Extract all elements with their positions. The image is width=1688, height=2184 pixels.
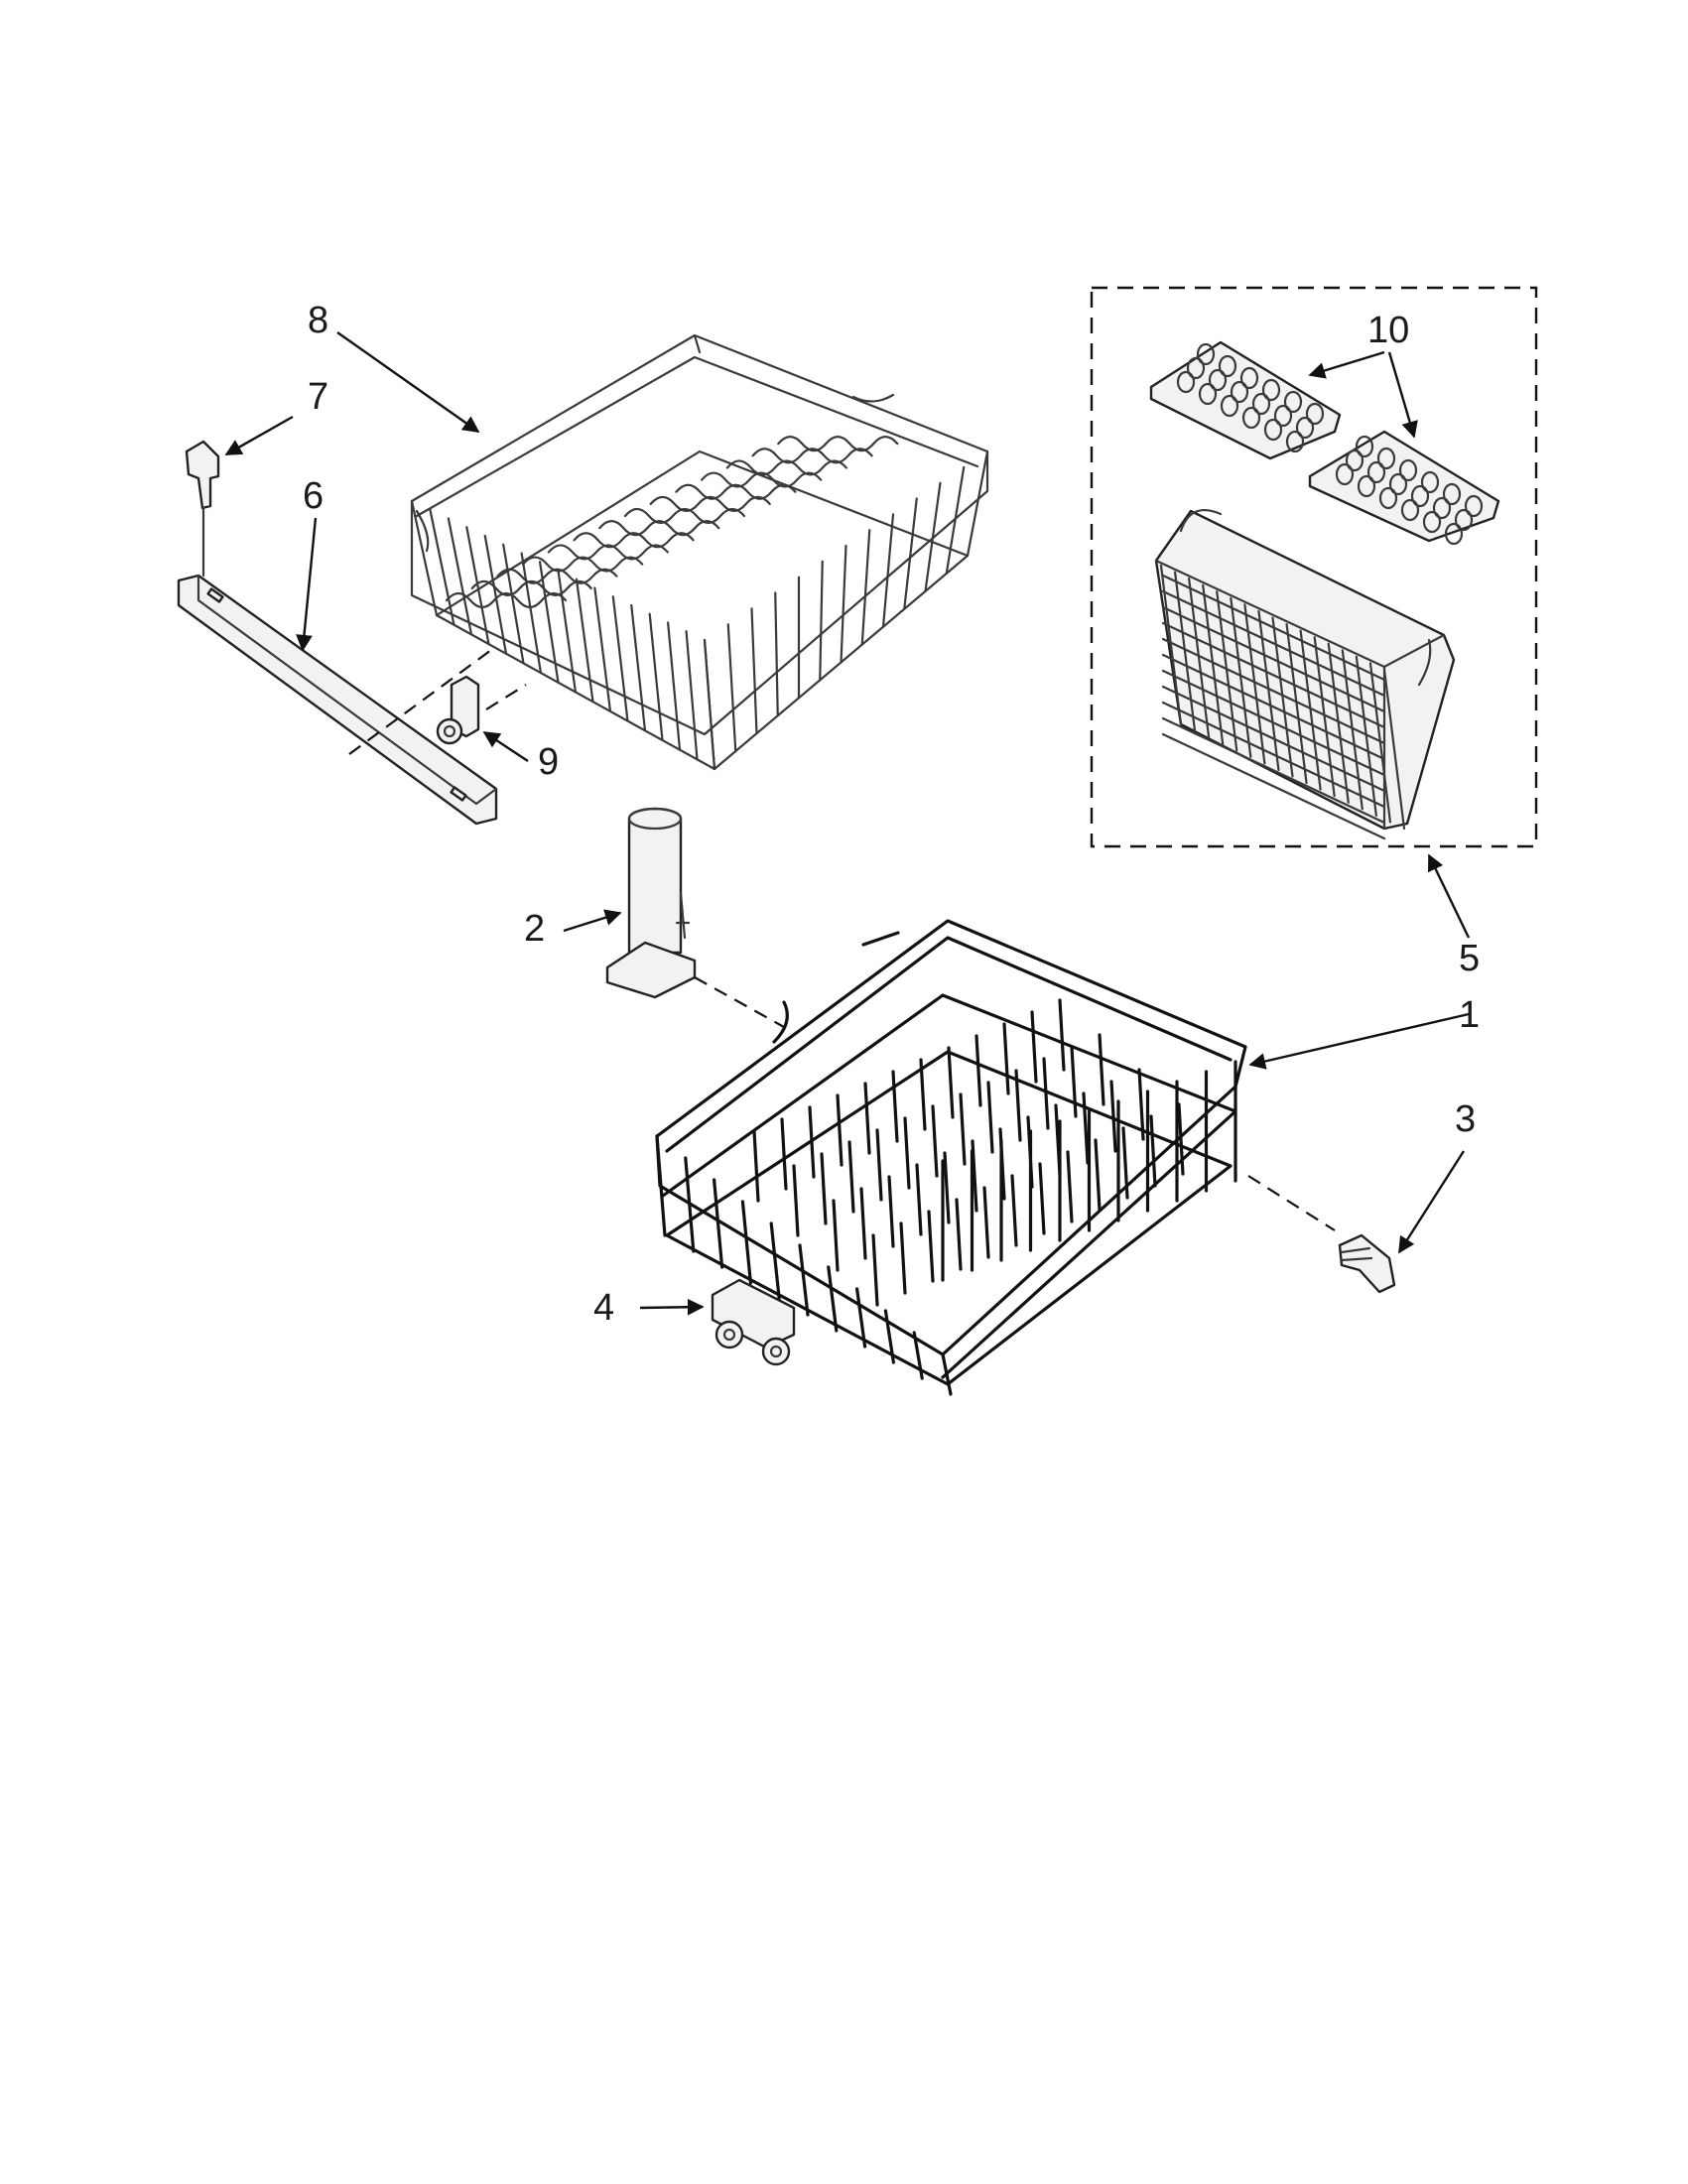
callout-5: 5 (1459, 938, 1480, 979)
lower-rack (655, 919, 1247, 1396)
callout-6: 6 (303, 475, 324, 517)
spray-tower (605, 807, 697, 999)
upper-rack-roller (436, 675, 480, 745)
callout-7: 7 (308, 376, 328, 418)
callout-10: 10 (1367, 310, 1409, 351)
basket-cover-2 (1308, 430, 1500, 546)
rack-rail (177, 574, 498, 826)
basket-cover-1 (1149, 340, 1342, 460)
rack-stop-clip (185, 440, 220, 578)
callout-4: 4 (593, 1287, 614, 1329)
basket-group-box (1090, 286, 1538, 848)
callout-1: 1 (1459, 994, 1480, 1036)
callout-9: 9 (538, 741, 559, 783)
callout-8: 8 (308, 300, 328, 341)
cutlery-basket (1154, 509, 1456, 840)
callout-3: 3 (1455, 1098, 1476, 1140)
callout-2: 2 (524, 908, 545, 950)
upper-rack (410, 333, 989, 771)
lower-rack-wheel (711, 1278, 796, 1366)
rack-clip (1338, 1233, 1396, 1294)
